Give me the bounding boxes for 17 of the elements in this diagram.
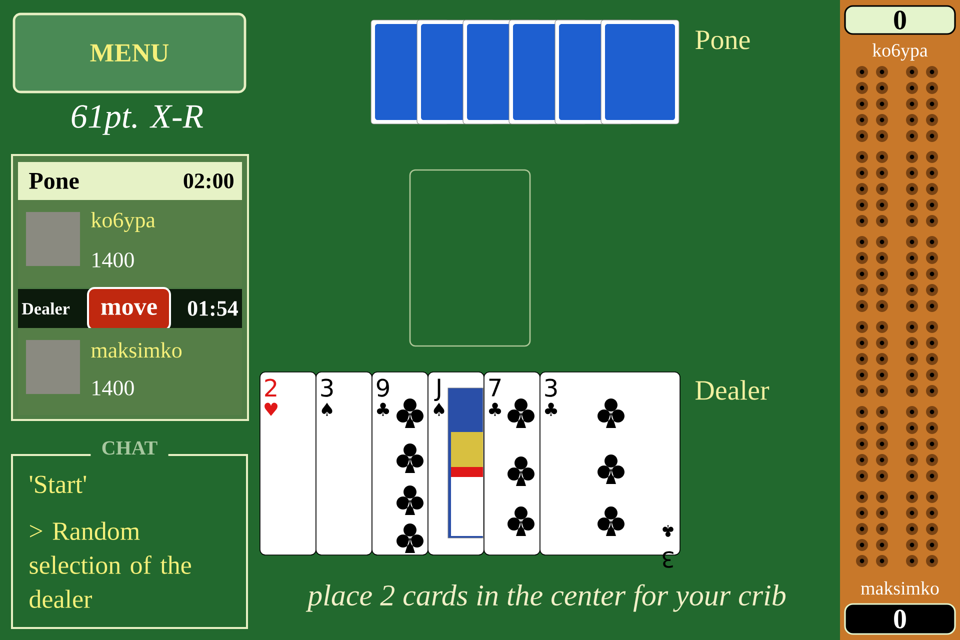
playing-card: 3 ♣ ♣ 3 [540, 372, 680, 568]
player-role-label: Pone [696, 30, 750, 50]
status-bar: Pone 02:00 [18, 162, 242, 200]
node-label: CHAT [102, 441, 158, 455]
card-slot [409, 169, 531, 347]
chat-panel: CHAT 'Start' > Random selection of the dealer [11, 440, 248, 629]
playing-card: 2 ♥ [260, 372, 316, 556]
card-back [600, 20, 680, 124]
game-mode-text: 61pt. X-R [72, 105, 203, 135]
playing-card: 3 ♠ [316, 372, 372, 556]
menu-button: MENU [12, 12, 246, 94]
playing-card: 9 ♣ [372, 372, 428, 556]
playing-card: J ♠ [428, 372, 484, 556]
move-badge: move [87, 287, 171, 331]
instruction-text: place 2 cards in the center for your crib [306, 584, 786, 612]
score-box: 0 [844, 603, 956, 635]
score-box: 0 [844, 5, 956, 35]
